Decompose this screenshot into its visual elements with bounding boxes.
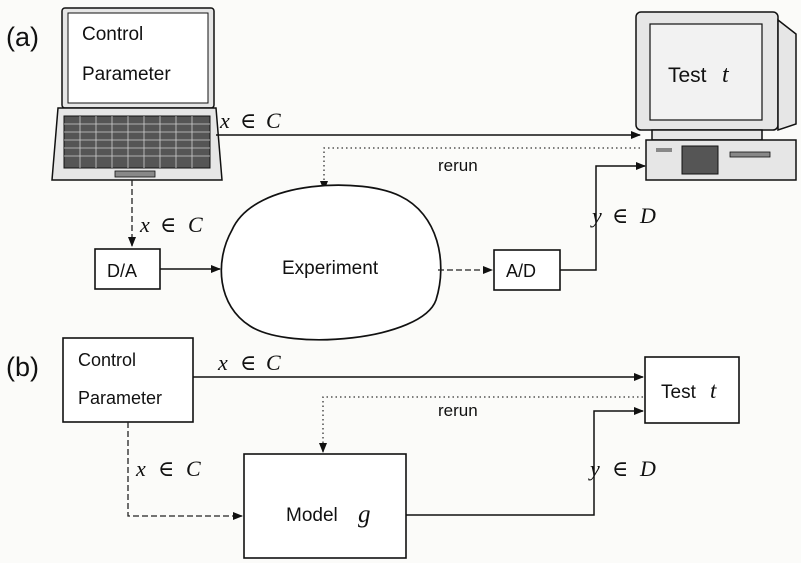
da-label: D/A bbox=[107, 261, 137, 281]
test-box bbox=[644, 356, 740, 424]
model-label: Model bbox=[286, 505, 338, 526]
svg-text:y: y bbox=[588, 456, 600, 481]
svg-text:x: x bbox=[219, 108, 230, 133]
panel-b-tag: (b) bbox=[6, 352, 39, 382]
laptop-label-line2: Parameter bbox=[82, 64, 171, 85]
svg-text:C: C bbox=[266, 108, 281, 133]
svg-text:∈: ∈ bbox=[612, 203, 628, 228]
label-x-in-c-down-b: x ∈ C bbox=[135, 456, 201, 481]
arrow-control-to-model bbox=[127, 422, 243, 520]
ad-converter-box bbox=[493, 249, 561, 291]
svg-text:∈: ∈ bbox=[240, 350, 256, 375]
laptop-icon bbox=[51, 7, 223, 181]
computer-test-symbol: t bbox=[722, 62, 730, 88]
experiment-label: Experiment bbox=[282, 258, 379, 279]
svg-text:x: x bbox=[139, 212, 150, 237]
model-symbol: g bbox=[358, 501, 371, 528]
desktop-computer-icon bbox=[635, 11, 797, 181]
laptop-label-line1: Control bbox=[82, 24, 143, 45]
test-label: Test bbox=[661, 382, 697, 403]
computer-label: Test bbox=[668, 64, 707, 87]
rerun-label-b: rerun bbox=[438, 401, 478, 420]
label-y-in-d-a: y ∈ D bbox=[590, 203, 656, 228]
svg-text:D: D bbox=[639, 456, 656, 481]
svg-text:C: C bbox=[186, 456, 201, 481]
panel-a-tag: (a) bbox=[6, 22, 39, 52]
arrow-rerun-a bbox=[320, 147, 640, 191]
label-x-in-c-top-a: x ∈ C bbox=[219, 108, 281, 133]
arrow-model-to-test bbox=[406, 407, 644, 516]
svg-text:D: D bbox=[639, 203, 656, 228]
arrow-rerun-b bbox=[319, 396, 643, 453]
arrow-ad-to-test bbox=[560, 162, 646, 271]
test-symbol: t bbox=[710, 378, 717, 403]
svg-text:C: C bbox=[266, 350, 281, 375]
rerun-label-a: rerun bbox=[438, 156, 478, 175]
svg-text:∈: ∈ bbox=[240, 108, 256, 133]
svg-text:∈: ∈ bbox=[160, 212, 176, 237]
experiment-blob bbox=[220, 184, 442, 341]
label-x-in-c-top-b: x ∈ C bbox=[217, 350, 281, 375]
svg-text:y: y bbox=[590, 203, 602, 228]
control-label-line2: Parameter bbox=[78, 388, 162, 408]
svg-text:x: x bbox=[217, 350, 228, 375]
label-y-in-d-b: y ∈ D bbox=[588, 456, 656, 481]
svg-text:C: C bbox=[188, 212, 203, 237]
label-x-in-c-down-a: x ∈ C bbox=[139, 212, 203, 237]
svg-text:∈: ∈ bbox=[612, 456, 628, 481]
svg-text:∈: ∈ bbox=[158, 456, 174, 481]
svg-text:x: x bbox=[135, 456, 146, 481]
model-box bbox=[243, 453, 407, 559]
ad-label: A/D bbox=[506, 261, 536, 281]
control-label-line1: Control bbox=[78, 350, 136, 370]
